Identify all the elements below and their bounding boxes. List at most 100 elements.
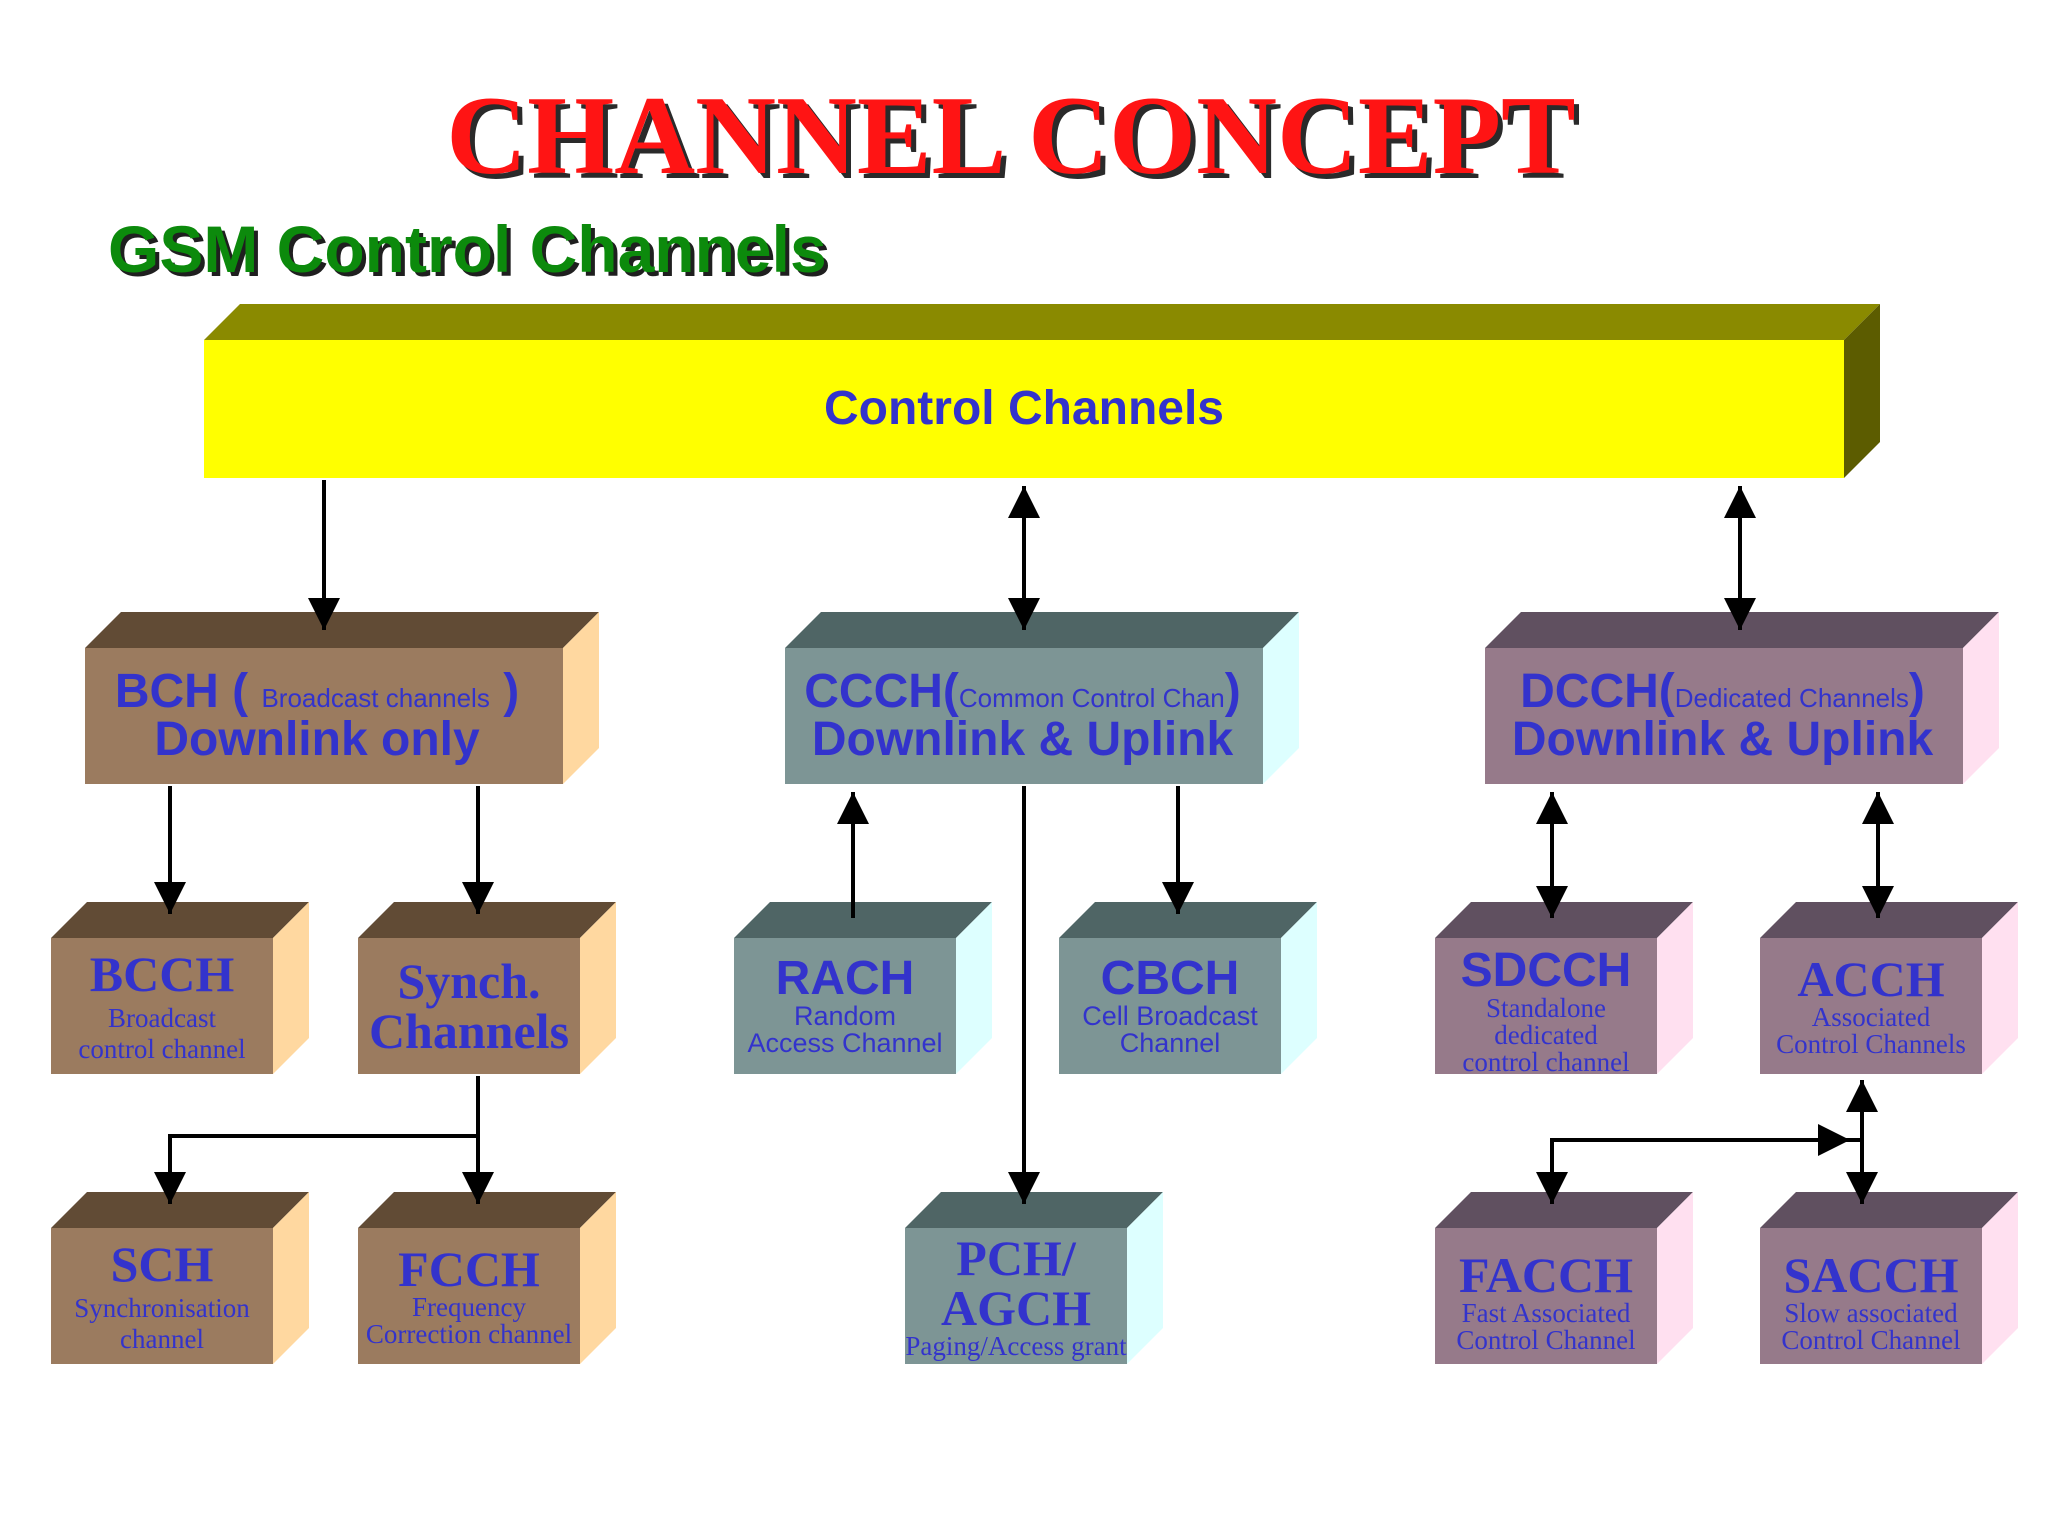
facch-box-top-face xyxy=(1435,1192,1693,1228)
rach-label: RACH Random Access Channel xyxy=(734,938,956,1074)
sch-label: SCH Synchronisation channel xyxy=(51,1228,273,1364)
rach-box-side-face xyxy=(956,902,992,1074)
acch-desc-line1: Associated xyxy=(1811,1002,1931,1032)
sdcch-abbr: SDCCH xyxy=(1460,943,1632,997)
facch-box-front-face xyxy=(1435,1228,1657,1364)
sacch-box-side-face xyxy=(1982,1192,2018,1364)
bcch-desc-line2: control channel xyxy=(78,1034,246,1064)
fcch-box-top-face xyxy=(358,1192,616,1228)
pch-label: PCH/ AGCH Paging/Access grant xyxy=(905,1228,1127,1364)
rach-desc-line1: Random xyxy=(793,1001,897,1031)
ccch-box-top-face xyxy=(785,612,1299,648)
dcch-box-side-face xyxy=(1963,612,1999,784)
sch-box-side-face xyxy=(273,1192,309,1364)
acch-label: ACCH Associated Control Channels xyxy=(1760,938,1982,1074)
box-layer xyxy=(51,304,2018,1364)
ccch-box-side-face xyxy=(1263,612,1299,784)
cbch-box xyxy=(1059,902,1317,1074)
fcch-desc-line1: Frequency xyxy=(412,1292,526,1322)
synch-label: Synch. Channels xyxy=(358,938,580,1074)
bch-box-side-face xyxy=(563,612,599,784)
fcch-desc-line2: Correction channel xyxy=(365,1319,573,1349)
ccch-direction: Downlink & Uplink xyxy=(811,713,1234,766)
sacch-box-top-face xyxy=(1760,1192,2018,1228)
facch-abbr: FACCH xyxy=(1458,1247,1634,1303)
sdcch-label: SDCCH Standalone dedicated control chann… xyxy=(1435,938,1657,1084)
bch-box xyxy=(85,612,599,784)
control-channels-box-top-face xyxy=(204,304,1880,340)
rach-box-top-face xyxy=(734,902,992,938)
control-channels-text: Control Channels xyxy=(823,382,1224,435)
sch-box-front-face xyxy=(51,1228,273,1364)
acch-box xyxy=(1760,902,2018,1074)
dcch-box-front-face xyxy=(1485,648,1963,784)
sacch-desc-line1: Slow associated xyxy=(1784,1298,1958,1328)
sacch-abbr: SACCH xyxy=(1783,1247,1959,1303)
sdcch-desc-line2: dedicated xyxy=(1494,1019,1598,1050)
dcch-abbr: DCCH( xyxy=(1520,665,1675,718)
bcch-box-side-face xyxy=(273,902,309,1074)
sch-box-top-face xyxy=(51,1192,309,1228)
control-channels-label: Control Channels xyxy=(204,340,1844,478)
sdcch-box xyxy=(1435,902,1693,1074)
bcch-desc-line1: Broadcast xyxy=(108,1003,216,1033)
fcch-box-side-face xyxy=(580,1192,616,1364)
facch-box xyxy=(1435,1192,1693,1364)
facch-desc-line2: Control Channel xyxy=(1456,1325,1636,1355)
pch-box xyxy=(905,1192,1163,1364)
rach-abbr: RACH xyxy=(775,952,915,1005)
pch-box-side-face xyxy=(1127,1192,1163,1364)
rach-box-front-face xyxy=(734,938,956,1074)
sch-desc-line1: Synchronisation xyxy=(74,1293,250,1323)
facch-label: FACCH Fast Associated Control Channel xyxy=(1435,1240,1657,1364)
bcch-abbr: BCCH xyxy=(89,946,235,1002)
pch-desc: Paging/Access grant xyxy=(905,1330,1127,1361)
acch-box-side-face xyxy=(1982,902,2018,1074)
fcch-box xyxy=(358,1192,616,1364)
bcch-box-front-face xyxy=(51,938,273,1074)
pch-box-top-face xyxy=(905,1192,1163,1228)
ccch-line1: CCCH(Common Control Chan) xyxy=(804,668,1241,716)
ccch-desc: Common Control Chan xyxy=(958,683,1225,713)
rach-box xyxy=(734,902,992,1074)
sacch-desc-line2: Control Channel xyxy=(1781,1325,1961,1355)
bcch-box xyxy=(51,902,309,1074)
synch-line2: Channels xyxy=(368,1003,570,1059)
pch-box-front-face xyxy=(905,1228,1127,1364)
ccch-close: ) xyxy=(1224,665,1241,718)
dcch-label: DCCH(Dedicated Channels) Downlink & Upli… xyxy=(1485,648,1960,784)
facch-box-side-face xyxy=(1657,1192,1693,1364)
bch-line1: BCH ( Broadcast channels ) xyxy=(115,668,519,716)
cbch-desc-line2: Channel xyxy=(1119,1028,1221,1058)
cbch-desc-line1: Cell Broadcast xyxy=(1082,1001,1258,1031)
ccch-box-front-face xyxy=(785,648,1263,784)
acch-abbr: ACCH xyxy=(1797,951,1945,1007)
sch-desc-line2: channel xyxy=(120,1324,204,1354)
dcch-line1: DCCH(Dedicated Channels) xyxy=(1520,668,1925,716)
cbch-box-front-face xyxy=(1059,938,1281,1074)
sacch-box xyxy=(1760,1192,2018,1364)
sdcch-box-side-face xyxy=(1657,902,1693,1074)
cbch-box-side-face xyxy=(1281,902,1317,1074)
sacch-label: SACCH Slow associated Control Channel xyxy=(1760,1240,1982,1364)
sdcch-box-top-face xyxy=(1435,902,1693,938)
dcch-close: ) xyxy=(1908,665,1925,718)
control-channels-box-side-face xyxy=(1844,304,1880,478)
dcch-direction: Downlink & Uplink xyxy=(1511,713,1934,766)
acch-desc-line2: Control Channels xyxy=(1776,1029,1966,1059)
ccch-abbr: CCCH( xyxy=(804,665,959,718)
acch-box-front-face xyxy=(1760,938,1982,1074)
sdcch-box-front-face xyxy=(1435,938,1657,1074)
page-title: CHANNEL CONCEPT xyxy=(446,74,1576,198)
sch-abbr: SCH xyxy=(110,1236,214,1292)
cbch-abbr: CBCH xyxy=(1100,952,1240,1005)
synch-box xyxy=(358,902,616,1074)
synch-line1: Synch. xyxy=(397,953,541,1009)
synch-box-front-face xyxy=(358,938,580,1074)
ccch-label: CCCH(Common Control Chan) Downlink & Upl… xyxy=(785,648,1260,784)
dcch-desc: Dedicated Channels xyxy=(1674,683,1909,713)
fcch-abbr: FCCH xyxy=(398,1241,540,1297)
cbch-box-top-face xyxy=(1059,902,1317,938)
fcch-label: FCCH Frequency Correction channel xyxy=(358,1228,580,1364)
